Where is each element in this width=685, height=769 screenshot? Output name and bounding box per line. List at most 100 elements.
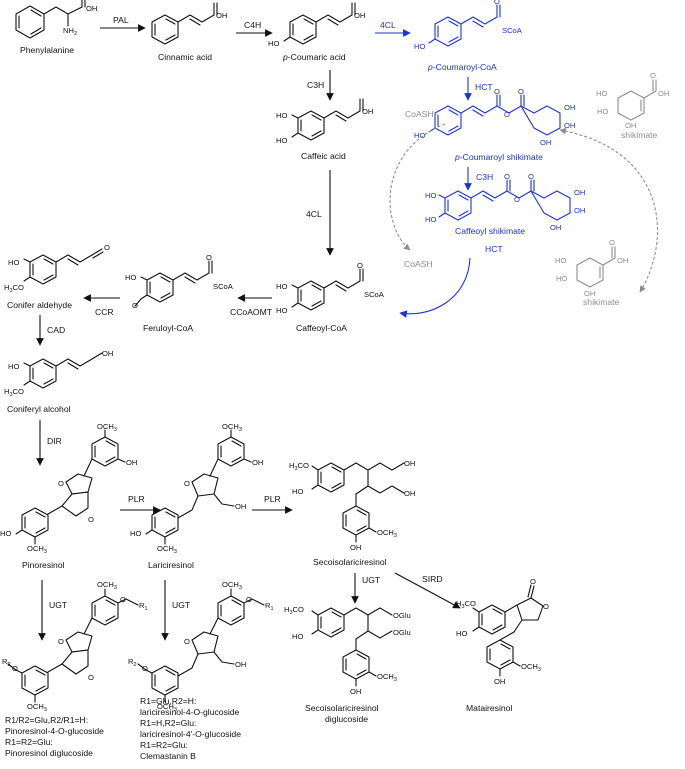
och3-label: OCH3 [97, 580, 117, 591]
o-label: O [88, 673, 94, 682]
lari-note-line: lariciresinol-4'-O-glucoside [140, 729, 241, 739]
lari-note-line: lariciresinol-4-O-glucoside [140, 707, 240, 717]
lariciresinol-label: Lariciresinol [148, 560, 194, 570]
oh-label: OH [216, 11, 227, 20]
coash-bottom-label: CoASH [404, 259, 433, 269]
coniferylalc-structure: HO OH H3CO [4, 349, 113, 398]
o-label: O [357, 261, 363, 270]
matairesinol-structure: H3CO HO O O OH OCH3 [456, 577, 549, 686]
pino-note-line: R1/R2=Glu,R2/R1=H: [5, 715, 88, 725]
shikimate-bottom-structure: O OH HO HO OH [555, 238, 628, 298]
feruloylcoa-structure: HO O O SCoA [125, 253, 234, 310]
coniferald-structure: HO O H3CO [4, 243, 110, 294]
o-label: O [504, 172, 510, 181]
sird-arrow [394, 572, 461, 609]
oh-label: OH [540, 138, 551, 147]
lari-note-line: Clemastanin B [140, 751, 196, 761]
oh-label: OH [574, 206, 585, 215]
h3co-label: H3CO [4, 283, 24, 294]
ho-label: HO [456, 629, 467, 638]
ho-label: HO [556, 274, 567, 283]
pinoresinol-glucoside-structure: OCH3 O R1 O O O R2 OCH3 [2, 580, 148, 713]
caffeoylcoa-label: Caffeoyl-CoA [296, 323, 347, 333]
oh-label: OH [350, 543, 361, 552]
coniferald-label: Conifer aldehyde [7, 300, 72, 310]
o-label: O [104, 243, 110, 252]
och3-label: OCH3 [222, 580, 242, 591]
oh-label: OH [86, 4, 97, 13]
ho-label: HO [276, 111, 287, 120]
secoiso-label: Secoisolariciresinol [313, 557, 387, 567]
shikimate-recycle-arrow [559, 127, 658, 293]
ugt2-label: UGT [172, 600, 191, 610]
pcoumaric-structure: HO OH [268, 2, 365, 48]
r2-label: R2 [128, 657, 137, 668]
ho-label: HO [268, 39, 279, 48]
scoa-label: SCoA [213, 282, 234, 291]
oh-label: OH [350, 687, 361, 696]
ho-label: HO [555, 256, 566, 265]
plr2-label: PLR [264, 494, 281, 504]
cinnamic-structure: OH [151, 2, 227, 45]
oh-label: OH [354, 11, 365, 20]
o-label: O [530, 577, 536, 586]
ho-label: HO [292, 632, 303, 641]
oglu-label: OGlu [393, 611, 411, 620]
oh-label: OH [404, 489, 415, 498]
ho-label: HO [125, 273, 136, 282]
matairesinol-label: Matairesinol [466, 703, 512, 713]
shikimate-bottom-label: shikimate [583, 297, 620, 307]
coash-top-label: CoASH [405, 109, 434, 119]
caffeoylcoa-structure: HO HO O SCoA [276, 261, 385, 315]
o-label: O [246, 595, 252, 604]
c4h-label: C4H [244, 20, 261, 30]
o-label: O [58, 637, 64, 646]
oh-label: OH [564, 103, 575, 112]
lari-note-line: R1=R2=Glu: [140, 740, 188, 750]
h3co-label: H3CO [456, 599, 476, 610]
hct-bottom-label: HCT [485, 244, 503, 254]
caffeoylshik-label: Caffeoyl shikimate [455, 226, 525, 236]
oh-label: OH [564, 121, 575, 130]
oh-label: OH [404, 459, 415, 468]
o-label: O [88, 515, 94, 524]
ho-label: HO [292, 487, 303, 496]
o-label: O [518, 87, 524, 96]
ccr-label: CCR [95, 307, 114, 317]
c3h-left-label: C3H [307, 80, 324, 90]
o-label: O [58, 479, 64, 488]
oh-label: OH [574, 188, 585, 197]
pinoresinol-structure: OCH3 OH O O HO OCH3 [0, 422, 137, 555]
ho-label: HO [414, 131, 425, 140]
och3-label: OCH3 [157, 544, 177, 555]
ho-label: HO [414, 42, 425, 51]
pino-note-line: Pinoresinol diglucoside [5, 748, 93, 758]
hct-top-label: HCT [475, 82, 493, 92]
lari-note-line: R1=H,R2=Glu: [140, 718, 196, 728]
coniferylalc-label: Coniferyl alcohol [7, 404, 71, 414]
ho-label: HO [8, 258, 19, 267]
o-label: O [609, 238, 615, 247]
dir-label: DIR [47, 436, 62, 446]
o-label: O [12, 664, 18, 673]
caffeoylshik-structure: HO HO O O O OH OH OH [425, 172, 585, 232]
och3-label: OCH3 [377, 528, 397, 539]
o-label: O [650, 71, 656, 80]
oh-label: OH [617, 256, 628, 265]
r1-label: R1 [265, 601, 274, 612]
oh-label: OH [252, 458, 263, 467]
pino-note-line: R1=R2=Glu: [5, 737, 53, 747]
plr1-label: PLR [128, 494, 145, 504]
h3co-label: H3CO [284, 605, 304, 616]
och3-label: OCH3 [27, 544, 47, 555]
o-label: O [142, 664, 148, 673]
och3-label: OCH3 [521, 662, 541, 673]
sird-label: SIRD [422, 574, 443, 584]
pcoumaroylcoa-label: p-Coumaroyl-CoA [427, 62, 497, 72]
o-label: O [543, 602, 549, 611]
oh-label: OH [126, 458, 137, 467]
shikimate-top-structure: O OH HO HO OH [596, 71, 669, 130]
coash-recycle-arrow [389, 123, 446, 251]
